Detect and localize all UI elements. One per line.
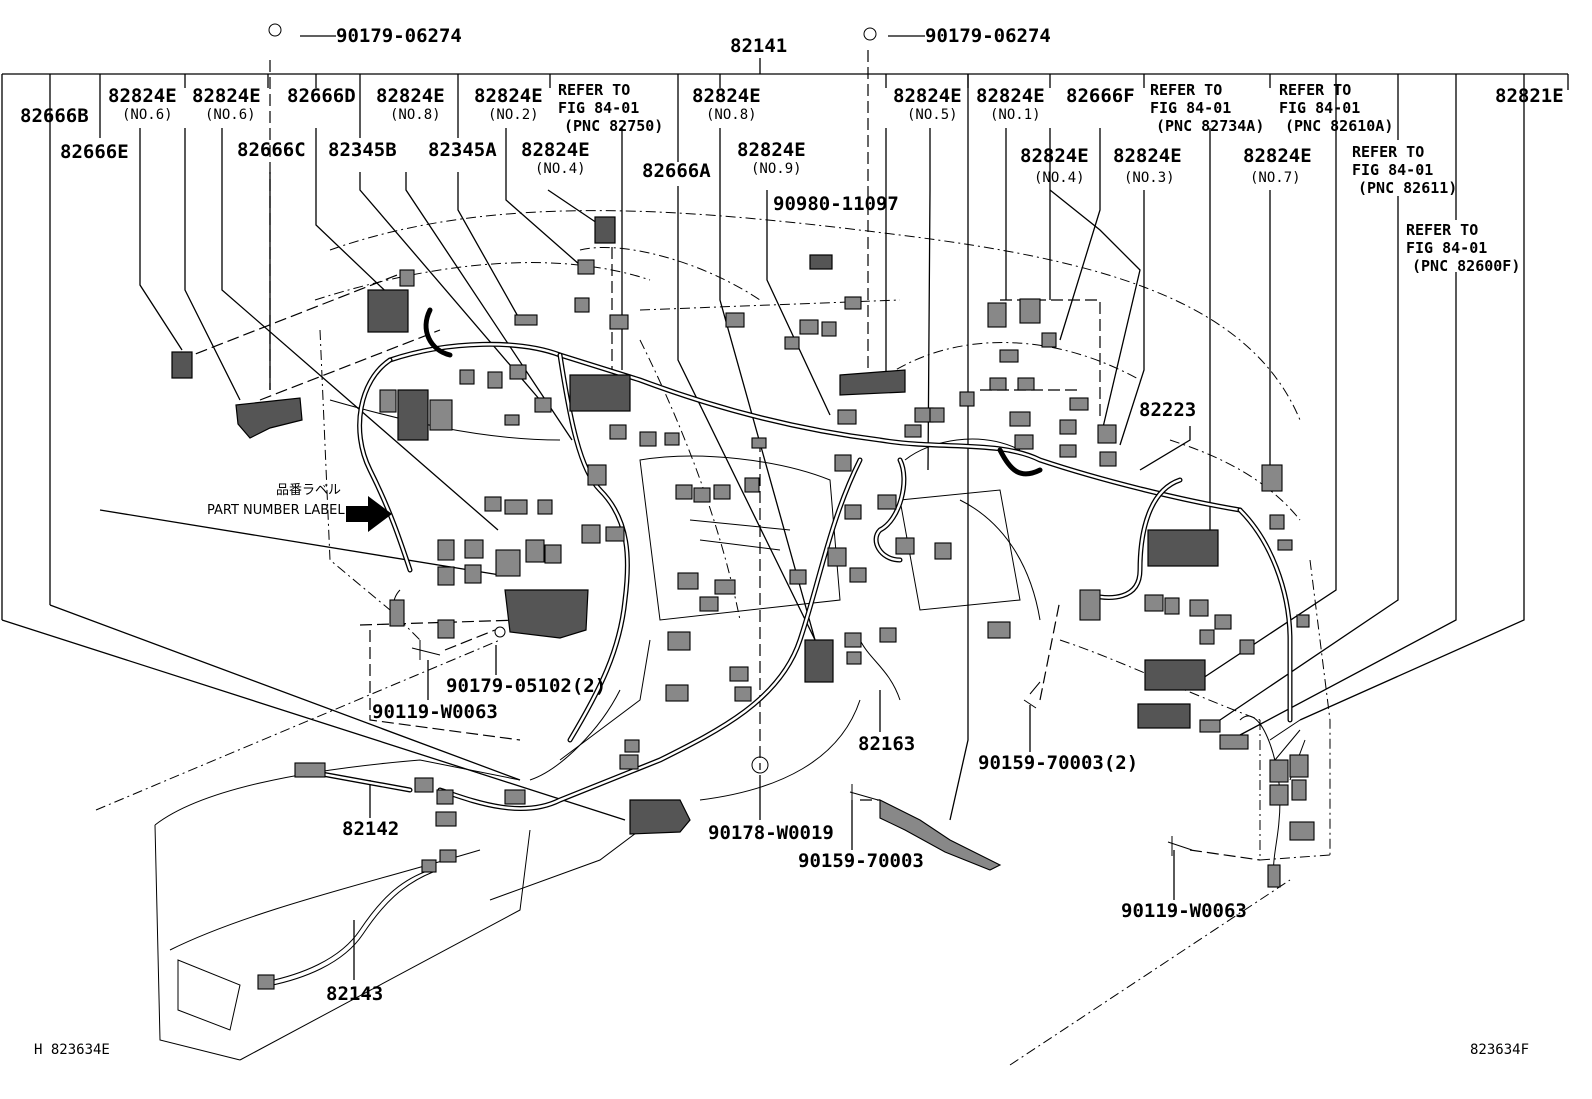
part-label: 82824E [976, 85, 1045, 107]
refer-note-line: (PNC 82611) [1358, 179, 1457, 197]
part-number-label-jp: 品番ラベル [276, 483, 341, 498]
dashboard-outline [95, 50, 1331, 1066]
arrow-right-icon [346, 496, 392, 532]
refer-note-line: REFER TO [1352, 143, 1424, 161]
part-label: 82824E [474, 85, 543, 107]
refer-note-line: REFER TO [1150, 81, 1222, 99]
part-label: 82142 [342, 818, 399, 840]
part-number-label: 品番ラベル PART NUMBER LABEL [207, 483, 392, 532]
part-label: 90159-70003 [798, 850, 924, 872]
sub-label: (NO.2) [488, 107, 539, 123]
refer-note-line: FIG 84-01 [1279, 99, 1360, 117]
sub-label: (NO.6) [122, 107, 173, 123]
part-label: 82824E [1020, 145, 1089, 167]
part-label: 82824E [1243, 145, 1312, 167]
sub-label: (NO.4) [1034, 170, 1085, 186]
callout-labels: 82141 90179-06274 90179-06274 82666B 82666E 8… [20, 25, 1564, 1005]
part-label: 82345B [328, 139, 397, 161]
connectors [171, 23, 1315, 990]
sub-label: (NO.6) [205, 107, 256, 123]
refer-note-line: FIG 84-01 [1406, 239, 1487, 257]
wire-harness [264, 307, 1306, 987]
part-label: 82821E [1495, 85, 1564, 107]
sub-label: (NO.8) [390, 107, 441, 123]
refer-note-line: REFER TO [1279, 81, 1351, 99]
part-label: 82666B [20, 105, 89, 127]
footer-left-code: H 823634E [34, 1042, 110, 1058]
part-label: 82163 [858, 733, 915, 755]
refer-note-line: (PNC 82600F) [1412, 257, 1520, 275]
part-label: 82143 [326, 983, 383, 1005]
refer-note-line: (PNC 82734A) [1156, 117, 1264, 135]
sub-label: (NO.9) [751, 161, 802, 177]
refer-note-line: (PNC 82610A) [1285, 117, 1393, 135]
part-label: 90179-05102(2) [446, 675, 606, 697]
part-label: 82666E [60, 141, 129, 163]
sub-label: (NO.4) [535, 161, 586, 177]
top-label: 90179-06274 [925, 25, 1051, 47]
leader-frame [1, 58, 1569, 620]
part-label: 90980-11097 [773, 193, 899, 215]
footer-right-code: 823634F [1470, 1042, 1529, 1058]
part-label: 90119-W0063 [1121, 900, 1247, 922]
part-label: 82666D [287, 85, 356, 107]
refer-note-line: FIG 84-01 [1352, 161, 1433, 179]
refer-note-line: (PNC 82750) [564, 117, 663, 135]
part-label: 90159-70003(2) [978, 752, 1138, 774]
part-label: 82824E [737, 139, 806, 161]
refer-note-line: REFER TO [1406, 221, 1478, 239]
top-label: 90179-06274 [336, 25, 462, 47]
refer-note-line: FIG 84-01 [1150, 99, 1231, 117]
part-label: 82824E [192, 85, 261, 107]
part-number-label-en: PART NUMBER LABEL [207, 503, 345, 518]
leader-lines [1, 35, 1525, 980]
part-label: 82345A [428, 139, 497, 161]
part-label: 82666A [642, 160, 711, 182]
part-label: 82223 [1139, 399, 1196, 421]
part-label: 82824E [376, 85, 445, 107]
refer-note-line: FIG 84-01 [558, 99, 639, 117]
console-body [154, 399, 1041, 1061]
part-label: 82824E [1113, 145, 1182, 167]
part-label: 82824E [521, 139, 590, 161]
sub-label: (NO.3) [1124, 170, 1175, 186]
top-label: 82141 [730, 35, 787, 57]
part-label: 82824E [893, 85, 962, 107]
part-label: 90119-W0063 [372, 701, 498, 723]
sub-label: (NO.1) [990, 107, 1041, 123]
part-label: 90178-W0019 [708, 822, 834, 844]
refer-note-line: REFER TO [558, 81, 630, 99]
sub-label: (NO.8) [706, 107, 757, 123]
part-label: 82824E [692, 85, 761, 107]
part-label: 82824E [108, 85, 177, 107]
part-label: 82666C [237, 139, 306, 161]
sub-label: (NO.7) [1250, 170, 1301, 186]
part-label: 82666F [1066, 85, 1135, 107]
sub-label: (NO.5) [907, 107, 958, 123]
